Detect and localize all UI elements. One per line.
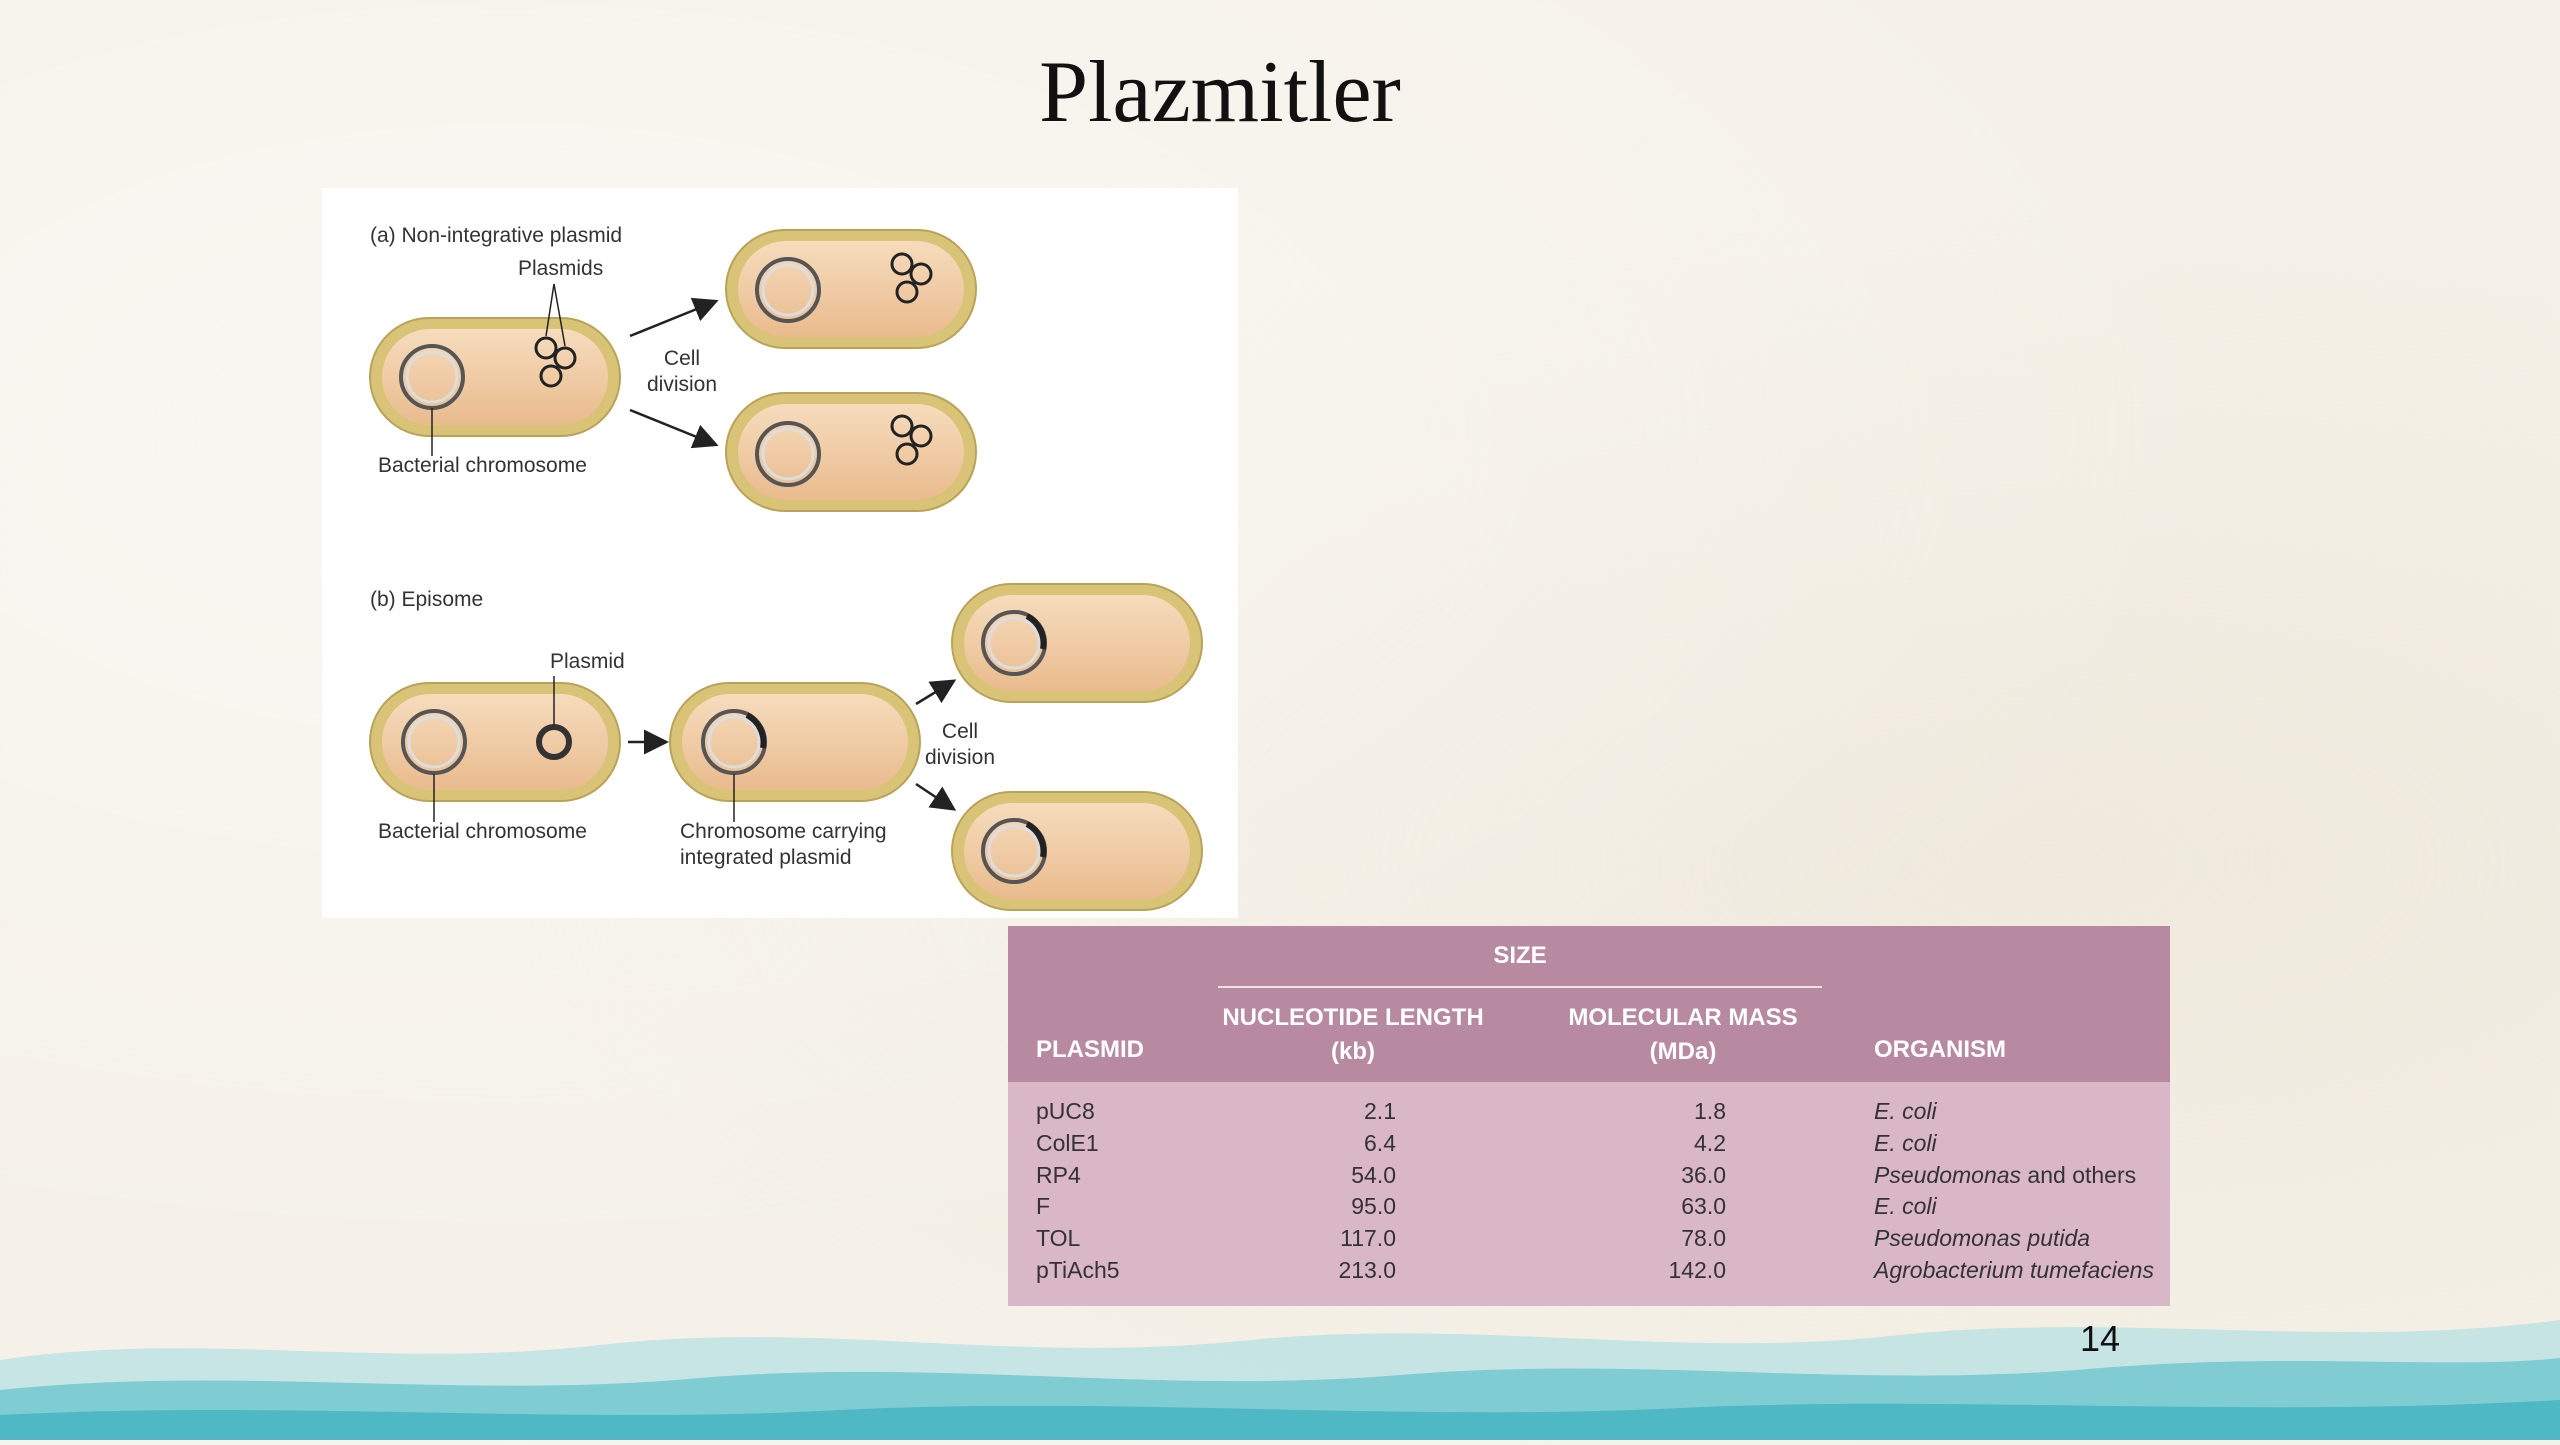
arrow-a-down xyxy=(629,408,719,449)
page-number: 14 xyxy=(2080,1318,2121,1359)
table-row: F 95.0 63.0 E. coli xyxy=(1008,1191,2170,1223)
header-nucleotide-length-2: (kb) xyxy=(1331,1038,1375,1065)
parent-cell-a xyxy=(369,317,621,437)
header-molecular-mass-2: (MDa) xyxy=(1649,1038,1717,1065)
cell-mda: 1.8 xyxy=(1694,1098,1726,1124)
organism-name: Pseudomonas putida xyxy=(1874,1225,2091,1252)
cell-mda: 78.0 xyxy=(1681,1225,1726,1252)
integrated-label-1: Chromosome carrying xyxy=(680,820,887,843)
table-row: ColE1 6.4 4.2 E. coli xyxy=(1008,1128,2170,1160)
cell-plasmid: TOL xyxy=(1036,1225,1081,1252)
cell-plasmid: RP4 xyxy=(1036,1161,1081,1188)
table-row: TOL 117.0 78.0 Pseudomonas putida xyxy=(1008,1223,2170,1255)
slide-title: Plazmitler xyxy=(1039,44,1401,141)
table-body: pUC8 2.1 1.8 E. coli ColE1 6.4 4.2 E. co… xyxy=(1008,1096,2170,1287)
cell-kb: 54.0 xyxy=(1351,1161,1396,1188)
cell-kb: 95.0 xyxy=(1351,1193,1396,1220)
cell-division-a-1: Cell xyxy=(664,347,700,370)
daughter-cell-a-top xyxy=(725,229,977,349)
plasmid-diagram: (a) Non-integrative plasmid Plasmids Bac… xyxy=(322,188,1238,918)
parent-cell-b xyxy=(369,682,621,802)
episome-daughter-top xyxy=(951,583,1203,703)
cell-division-a-2: division xyxy=(647,373,717,396)
header-plasmid: PLASMID xyxy=(1036,1036,1144,1063)
cell-mda: 4.2 xyxy=(1694,1129,1726,1156)
plasmid-label: Plasmid xyxy=(550,650,625,673)
cell-plasmid: pUC8 xyxy=(1036,1098,1095,1124)
integrated-label-2: integrated plasmid xyxy=(680,846,852,869)
panel-b-heading: (b) Episome xyxy=(370,588,483,611)
cell-organism: E. coli xyxy=(1874,1128,1937,1160)
cell-kb: 2.1 xyxy=(1364,1098,1396,1124)
cell-organism: E. coli xyxy=(1874,1096,1937,1128)
table-row: pTiAch5 213.0 142.0 Agrobacterium tumefa… xyxy=(1008,1255,2170,1287)
table-header: SIZE PLASMID NUCLEOTIDE LENGTH (kb) MOLE… xyxy=(1008,926,2170,1082)
panel-a-heading: (a) Non-integrative plasmid xyxy=(370,224,622,247)
cell-kb: 213.0 xyxy=(1338,1256,1396,1283)
daughter-cell-a-bottom xyxy=(725,392,977,512)
plasmids-label: Plasmids xyxy=(518,257,603,280)
chromosome-label-b: Bacterial chromosome xyxy=(378,820,587,843)
organism-suffix: and others xyxy=(2021,1161,2137,1188)
integrated-cell xyxy=(669,682,921,802)
header-nucleotide-length: NUCLEOTIDE LENGTH (kb) xyxy=(1208,1004,1498,1066)
arrow-b-up xyxy=(915,679,957,706)
cell-kb: 6.4 xyxy=(1364,1129,1396,1156)
cell-organism: Pseudomonas putida xyxy=(1874,1223,2090,1255)
cell-mda: 142.0 xyxy=(1668,1256,1726,1283)
size-divider xyxy=(1218,986,1822,988)
organism-name: Agrobacterium tumefaciens xyxy=(1874,1256,2154,1283)
cell-division-b-2: division xyxy=(925,746,995,769)
watercolor-wave-decoration xyxy=(0,1240,2560,1440)
header-molecular-mass-1: MOLECULAR MASS xyxy=(1568,1004,1798,1031)
organism-name: E. coli xyxy=(1874,1129,1937,1156)
organism-name: Pseudomonas xyxy=(1874,1161,2022,1188)
cell-division-b-1: Cell xyxy=(942,720,978,743)
cell-plasmid: F xyxy=(1036,1193,1051,1220)
header-size: SIZE xyxy=(1493,942,1547,969)
plasmid-diagram-svg: (a) Non-integrative plasmid Plasmids Bac… xyxy=(369,224,1203,911)
cell-plasmid: pTiAch5 xyxy=(1036,1256,1120,1283)
organism-name: E. coli xyxy=(1874,1193,1937,1220)
plasmid-size-table: SIZE PLASMID NUCLEOTIDE LENGTH (kb) MOLE… xyxy=(1008,926,2170,1306)
episome-daughter-bottom xyxy=(951,791,1203,911)
wave-svg xyxy=(0,1320,2560,1440)
header-nucleotide-length-1: NUCLEOTIDE LENGTH xyxy=(1222,1004,1484,1031)
cell-organism: Agrobacterium tumefaciens xyxy=(1874,1255,2154,1287)
arrow-a-up xyxy=(629,297,719,338)
cell-mda: 63.0 xyxy=(1681,1193,1726,1220)
header-organism: ORGANISM xyxy=(1874,1036,2006,1063)
cell-kb: 117.0 xyxy=(1340,1225,1396,1252)
table-row: RP4 54.0 36.0 Pseudomonas and others xyxy=(1008,1160,2170,1192)
cell-plasmid: ColE1 xyxy=(1036,1129,1099,1156)
table-row: pUC8 2.1 1.8 E. coli xyxy=(1008,1096,2170,1128)
organism-name: E. coli xyxy=(1874,1098,1937,1124)
cell-mda: 36.0 xyxy=(1681,1161,1726,1188)
cell-organism: E. coli xyxy=(1874,1191,1937,1223)
arrow-b-down xyxy=(915,782,957,811)
cell-organism: Pseudomonas and others xyxy=(1874,1160,2136,1192)
header-molecular-mass: MOLECULAR MASS (MDa) xyxy=(1553,1004,1813,1066)
chromosome-label-a: Bacterial chromosome xyxy=(378,454,587,477)
